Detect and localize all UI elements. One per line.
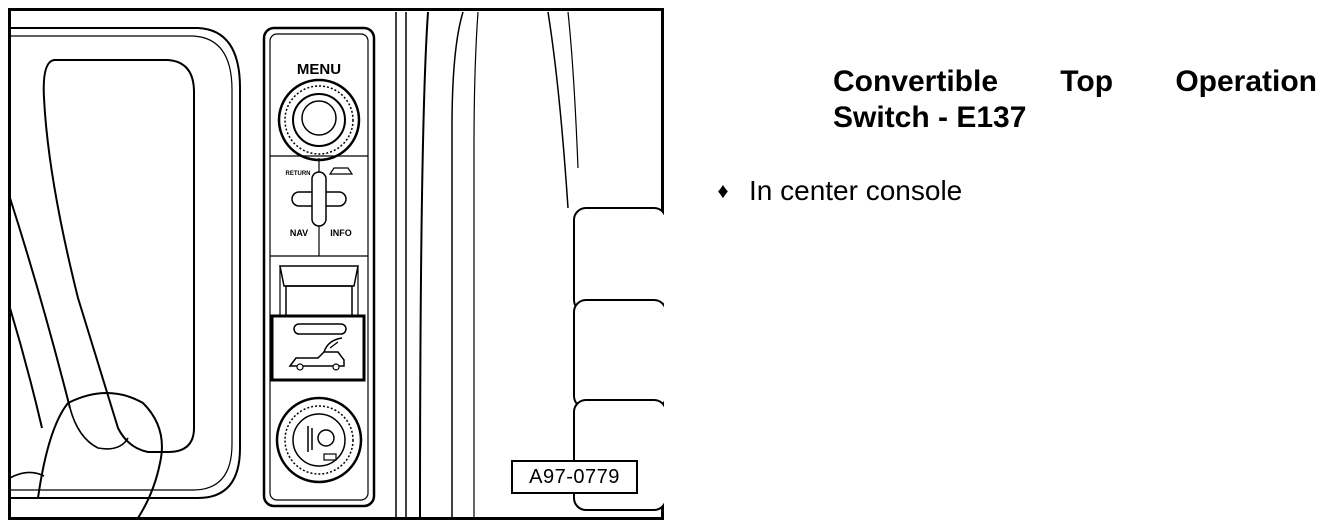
sleeve-line-1 [9,197,71,409]
return-label: RETURN [286,171,311,177]
location-bullet: ♦ In center console [713,173,962,209]
shifter-opening [42,59,195,453]
sleeve-line-2 [9,307,43,429]
diamond-bullet-icon: ♦ [717,178,729,203]
menu-knob-knurl [284,85,354,155]
side-button-1 [573,207,664,313]
console-illustration: MENU RETURN NAV INFO [8,8,664,520]
menu-knob-center [301,100,337,136]
info-label: INFO [330,228,352,238]
section-heading: Convertible Top Operation Switch - E137 [833,64,1317,136]
switch-panel-inner [269,33,369,501]
menu-knob-cap [292,93,346,147]
heading-line-1: Convertible Top Operation [833,64,1317,100]
console-drawing: MENU RETURN NAV INFO [8,8,664,520]
figure-reference-code: A97-0779 [511,460,638,494]
nav-label: NAV [290,228,308,238]
rocker-vertical [311,171,327,227]
left-trim-inner [10,35,233,491]
side-button-2 [573,299,664,409]
heading-word-3: Operation [1175,65,1317,98]
bullet-text: In center console [749,175,963,206]
heading-word-1: Convertible [833,65,999,98]
convertible-car-icon [288,351,345,367]
finger-line [9,471,45,479]
thumb-line [69,407,129,450]
switch-indicator-slot [293,323,347,335]
heading-word-2: Top [1060,65,1114,98]
car-icon-small [328,167,354,175]
hand-outline [37,392,163,519]
left-trim-outer [10,27,241,499]
heading-line-2: Switch - E137 [833,101,1027,134]
menu-label: MENU [297,61,341,78]
